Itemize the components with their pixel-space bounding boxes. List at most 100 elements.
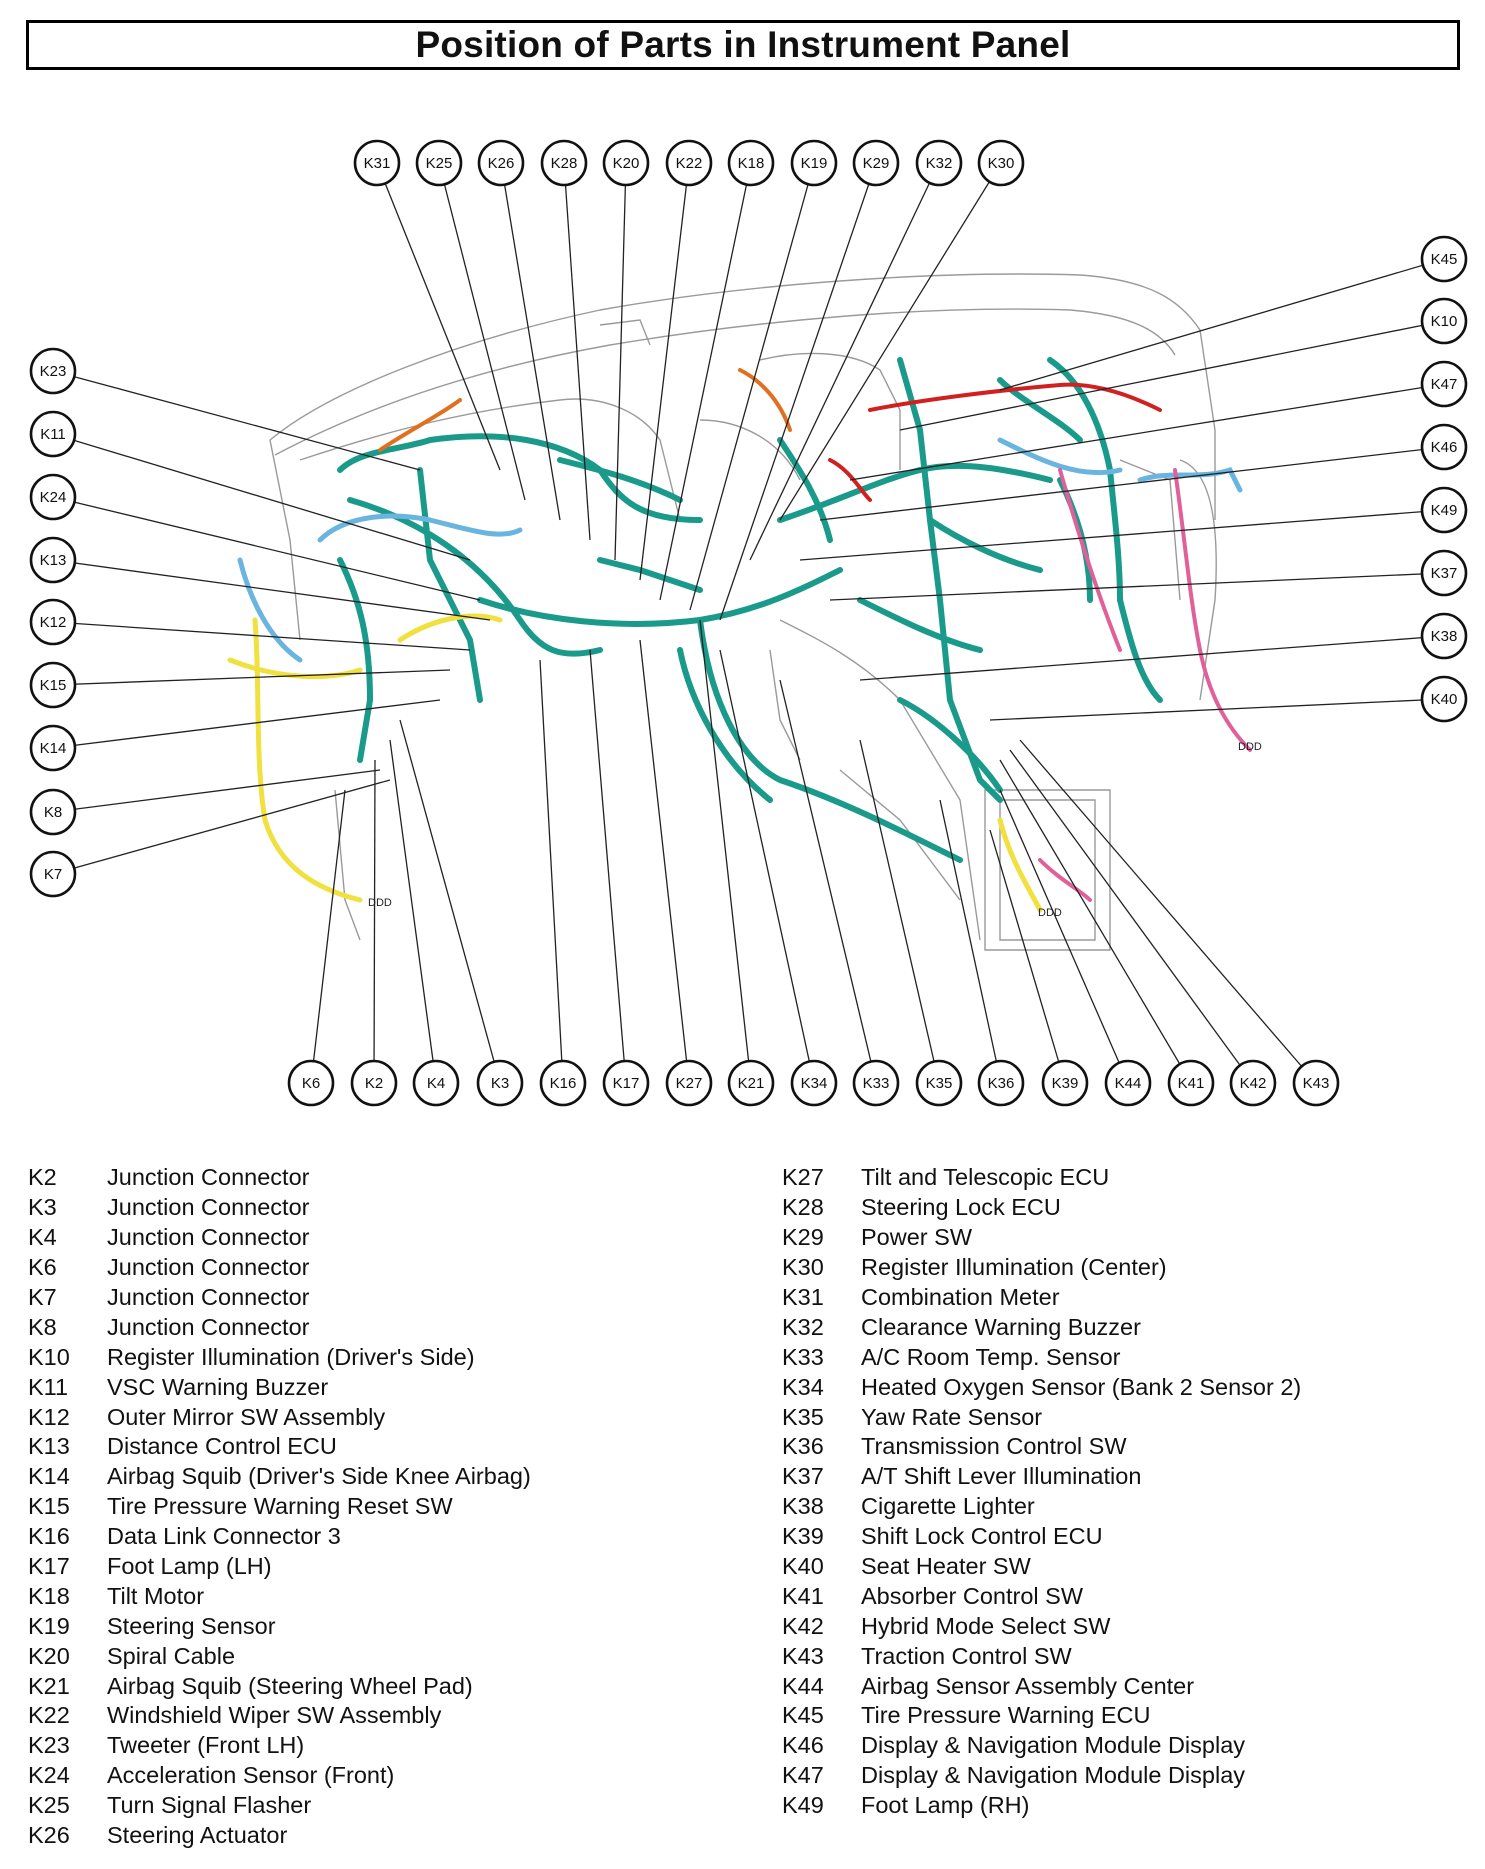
- leader-line: [999, 759, 1192, 1084]
- callout-label: K36: [988, 1075, 1015, 1092]
- leader-line: [749, 162, 940, 561]
- legend-code: K49: [782, 1792, 824, 1819]
- leader-line: [310, 789, 346, 1084]
- leader-line: [438, 162, 526, 501]
- wire-harness-orange: [378, 368, 792, 452]
- callout-label: K19: [801, 155, 828, 172]
- callout-k39: K39: [1041, 1059, 1089, 1107]
- legend-code: K18: [28, 1582, 70, 1609]
- legend-part-name: Traction Control SW: [861, 1642, 1072, 1669]
- callout-k25: K25: [415, 139, 463, 187]
- leader-line: [389, 739, 437, 1084]
- leader-line: [52, 559, 491, 621]
- leader-line: [52, 496, 481, 601]
- callout-circle: [1420, 675, 1468, 723]
- legend-code: K11: [28, 1373, 69, 1400]
- callout-label: K16: [550, 1075, 577, 1092]
- callout-circle: [1420, 297, 1468, 345]
- wire-harness-yellow: [227, 613, 1043, 913]
- callout-k46: K46: [1420, 423, 1468, 471]
- legend-part-name: Data Link Connector 3: [107, 1523, 341, 1550]
- leader-line: [614, 162, 627, 561]
- callout-k8: K8: [29, 788, 77, 836]
- legend-part-name: Junction Connector: [107, 1194, 310, 1221]
- legend-part-name: Outer Mirror SW Assembly: [107, 1403, 386, 1430]
- legend-code: K25: [28, 1792, 70, 1819]
- callout-circle: [602, 1059, 650, 1107]
- callout-circle: [1167, 1059, 1215, 1107]
- callout-label: K49: [1431, 502, 1458, 519]
- callout-circle: [1420, 486, 1468, 534]
- callout-circle: [539, 1059, 587, 1107]
- legend-part-name: Airbag Sensor Assembly Center: [861, 1672, 1195, 1699]
- callout-k30: K30: [977, 139, 1025, 187]
- callout-k32: K32: [915, 139, 963, 187]
- leader-line: [500, 162, 561, 521]
- callout-label: K13: [40, 552, 67, 569]
- callout-circle: [29, 788, 77, 836]
- callout-label: K20: [613, 155, 640, 172]
- callout-label: K8: [44, 804, 62, 821]
- leader-line: [859, 635, 1445, 681]
- callout-circle: [665, 139, 713, 187]
- leader-line: [539, 659, 564, 1084]
- title-box: Position of Parts in Instrument Panel: [26, 20, 1460, 70]
- callout-circle: [287, 1059, 335, 1107]
- legend-part-name: Spiral Cable: [107, 1642, 236, 1669]
- leader-line: [779, 162, 1002, 521]
- legend-code: K7: [28, 1284, 57, 1310]
- legend-part-name: Junction Connector: [107, 1164, 310, 1191]
- legend-code: K23: [28, 1732, 70, 1759]
- leader-line: [829, 572, 1445, 601]
- callout-label: K34: [801, 1075, 828, 1092]
- callout-circle: [477, 139, 525, 187]
- callout-label: K15: [40, 677, 67, 694]
- callout-k20: K20: [602, 139, 650, 187]
- wire-harness-blue: [237, 437, 1243, 663]
- leader-line: [899, 320, 1445, 431]
- callout-k33: K33: [852, 1059, 900, 1107]
- callout-circle: [29, 724, 77, 772]
- callout-k21: K21: [727, 1059, 775, 1107]
- callout-label: K30: [988, 155, 1015, 172]
- callout-circle: [412, 1059, 460, 1107]
- leader-line: [719, 649, 815, 1084]
- callout-k29: K29: [852, 139, 900, 187]
- callout-k38: K38: [1420, 612, 1468, 660]
- callout-k49: K49: [1420, 486, 1468, 534]
- legend-row: K16 Data Link Connector 3: [28, 1522, 748, 1552]
- leader-line: [399, 719, 501, 1084]
- legend-code: K32: [782, 1313, 824, 1340]
- legend-part-name: Junction Connector: [107, 1284, 310, 1310]
- legend-code: K10: [28, 1343, 70, 1370]
- leader-line: [52, 433, 471, 561]
- callout-circle: [852, 1059, 900, 1107]
- legend-code: K15: [28, 1493, 70, 1520]
- legend-part-name: Steering Lock ECU: [861, 1194, 1061, 1221]
- callout-k2: K2: [350, 1059, 398, 1107]
- callout-label: K45: [1431, 251, 1458, 268]
- legend-code: K16: [28, 1523, 70, 1550]
- callout-k45: K45: [1420, 235, 1468, 283]
- leader-line: [999, 258, 1445, 391]
- callout-k47: K47: [1420, 360, 1468, 408]
- wire-end-mark: DDD: [368, 897, 392, 909]
- callout-k36: K36: [977, 1059, 1025, 1107]
- leader-line: [939, 799, 1002, 1084]
- leader-line: [52, 699, 441, 749]
